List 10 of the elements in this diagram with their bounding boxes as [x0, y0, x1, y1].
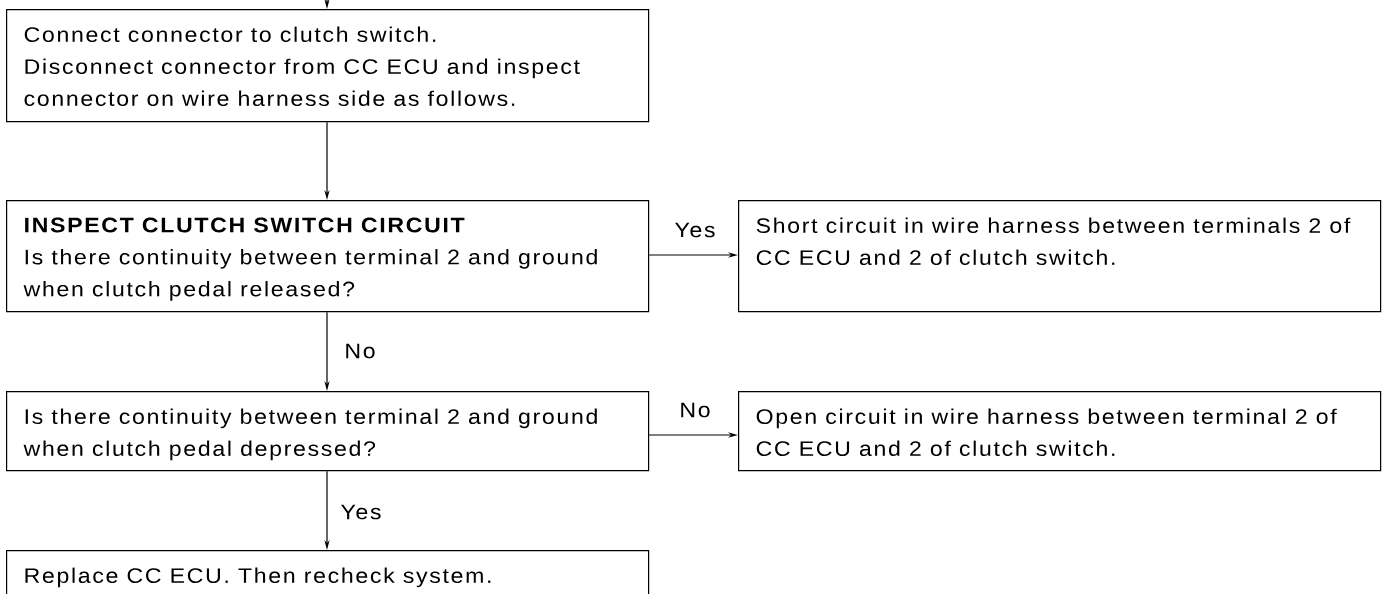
- edge-label: Yes: [338, 502, 384, 522]
- edge-label: Yes: [672, 220, 718, 240]
- process-box: Is there continuity between terminal 2 and ground when clutch pedal depressed?: [6, 391, 650, 472]
- process-box: Connect connector to clutch switch. Disconnect connector from CC ECU and inspect connector on wire harness side as follows.: [6, 9, 650, 123]
- process-box: Replace CC ECU. Then recheck system.: [6, 550, 650, 594]
- edge-label: No: [342, 341, 378, 361]
- edge-label: No: [677, 400, 713, 420]
- process-box: INSPECT CLUTCH SWITCH CIRCUIT Is there continuity between terminal 2 and ground when clutch pedal released?: [6, 200, 650, 313]
- process-box: Short circuit in wire harness between terminals 2 of CC ECU and 2 of clutch switch.: [738, 200, 1382, 313]
- process-box: Open circuit in wire harness between terminal 2 of CC ECU and 2 of clutch switch.: [738, 391, 1382, 472]
